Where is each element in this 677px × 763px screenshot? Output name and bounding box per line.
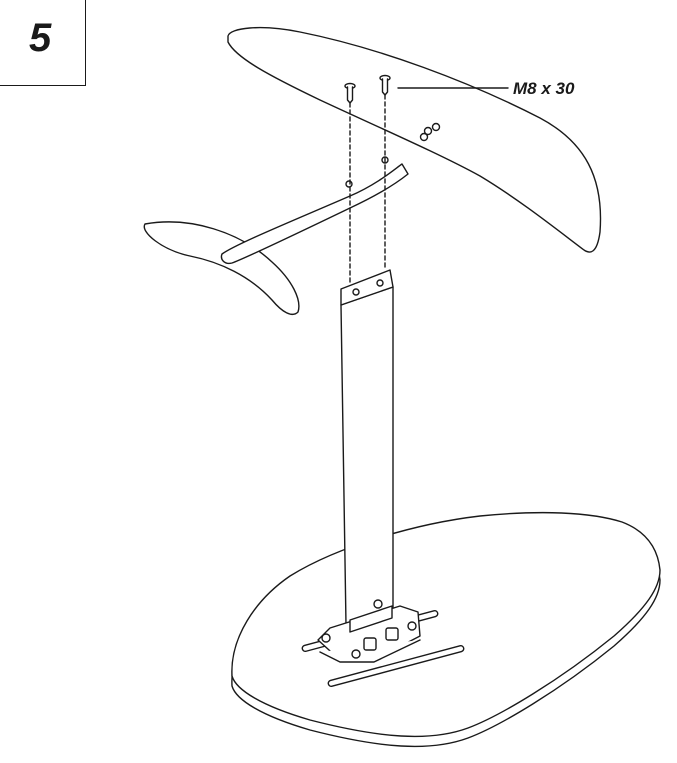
mast-icon (317, 269, 421, 663)
front-wing-icon (227, 27, 602, 253)
stabilizer-icon (143, 221, 300, 316)
screw-icon (344, 74, 391, 285)
board-icon (231, 511, 661, 748)
fuselage-icon (220, 156, 409, 265)
screw-spec-label: M8 x 30 (513, 79, 575, 98)
step-number: 5 (29, 16, 52, 60)
step-number-box: 5 (0, 0, 86, 86)
